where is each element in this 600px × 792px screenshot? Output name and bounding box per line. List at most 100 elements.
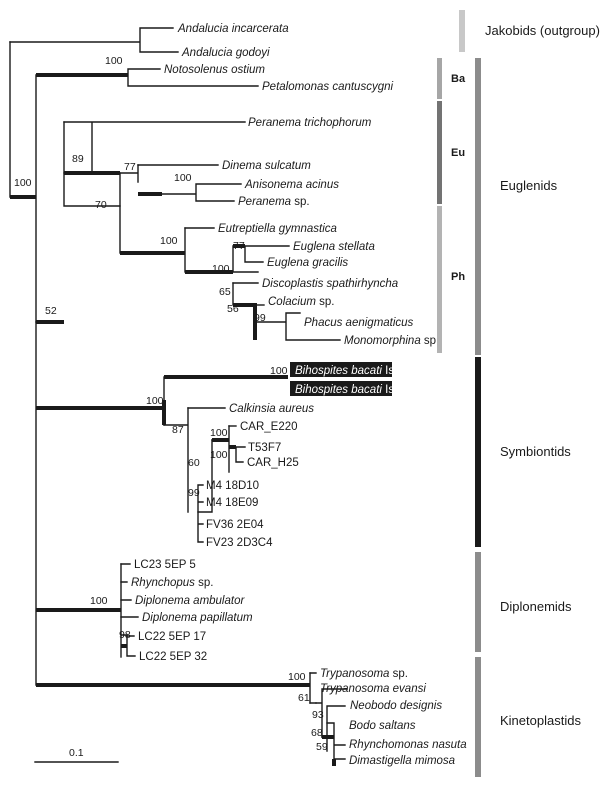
- branch: [254, 312, 341, 341]
- taxon-label: M4 18D10: [206, 480, 259, 492]
- bootstrap-value: 100: [212, 263, 230, 275]
- branch: [163, 407, 189, 513]
- bootstrap-value: 100: [105, 55, 123, 67]
- bootstrap-value: 100: [90, 595, 108, 607]
- bootstrap-value: 56: [227, 303, 239, 315]
- taxon-label: Neobodo designis: [350, 700, 442, 712]
- taxon-label: LC23 5EP 5: [134, 559, 196, 571]
- subgroup-label-eu: Eu: [451, 147, 465, 159]
- taxon-labels: Andalucia incarcerata Andalucia godoyi N…: [131, 23, 467, 767]
- branch: [326, 722, 346, 760]
- taxon-label: Euglena gracilis: [267, 257, 348, 269]
- scale-bar-label: 0.1: [69, 747, 84, 759]
- taxon-label: Notosolenus ostium: [164, 64, 265, 76]
- diplonemids-bar: [475, 552, 481, 652]
- bootstrap-value: 59: [316, 741, 328, 753]
- group-label-euglenids: Euglenids: [500, 178, 558, 193]
- symbiontids-bar: [475, 357, 481, 547]
- bootstrap-value: 100: [146, 395, 164, 407]
- bootstrap-value: 93: [312, 709, 324, 721]
- taxon-label: Diplonema ambulator: [135, 595, 245, 607]
- bootstrap-value: 100: [210, 449, 228, 461]
- bootstrap-value: 98: [119, 629, 131, 641]
- bootstrap-value: 99: [188, 487, 200, 499]
- bootstrap-value: 68: [311, 727, 323, 739]
- bootstrap-values: 100 100 89 77 100 70 100 77 100 65 56 99…: [14, 55, 328, 753]
- bootstrap-value: 99: [254, 312, 266, 324]
- kinetoplastids-bar: [475, 657, 481, 777]
- bootstrap-value: 100: [288, 671, 306, 683]
- taxon-label: Bodo saltans: [349, 720, 416, 732]
- branch: [127, 68, 259, 87]
- branch: [315, 688, 348, 738]
- ba-bar: [437, 58, 442, 99]
- bootstrap-value: 100: [210, 427, 228, 439]
- taxon-label: Anisonema acinus: [244, 179, 339, 191]
- branch: [119, 164, 139, 183]
- taxon-label: Calkinsia aureus: [229, 403, 314, 415]
- group-label-diplonemids: Diplonemids: [500, 599, 572, 614]
- taxon-label: FV36 2E04: [206, 519, 264, 531]
- taxon-label: Andalucia godoyi: [181, 47, 270, 59]
- ph-bar: [437, 206, 442, 353]
- taxon-label: LC22 5EP 32: [139, 651, 207, 663]
- branch: [161, 183, 242, 202]
- group-labels: Jakobids (outgroup) Euglenids Symbiontid…: [451, 23, 600, 728]
- bootstrap-value: 100: [160, 235, 178, 247]
- taxon-label: Trypanosoma sp.: [320, 668, 408, 680]
- eu-bar: [437, 101, 442, 204]
- taxon-label: Phacus aenigmaticus: [304, 317, 414, 329]
- taxon-label: Rhynchopus sp.: [131, 577, 213, 589]
- taxon-label: LC22 5EP 17: [138, 631, 206, 643]
- branch: [235, 446, 246, 463]
- subgroup-label-ph: Ph: [451, 271, 465, 283]
- taxon-label: Discoplastis spathirhyncha: [262, 278, 398, 290]
- branch: [9, 27, 179, 53]
- bootstrap-value: 89: [72, 153, 84, 165]
- bootstrap-value: 87: [172, 424, 184, 436]
- bootstrap-value: 77: [233, 240, 245, 252]
- taxon-label: CAR_H25: [247, 457, 299, 469]
- group-bars: [437, 10, 481, 777]
- taxon-label: Andalucia incarcerata: [177, 23, 289, 35]
- taxon-label: CAR_E220: [240, 421, 298, 433]
- branch: [197, 439, 213, 513]
- taxon-label: Peranema sp.: [238, 196, 310, 208]
- taxon-label: Trypanosoma evansi: [320, 683, 426, 695]
- branch: [232, 245, 259, 273]
- branch: [309, 672, 317, 704]
- taxon-label: Euglena stellata: [293, 241, 375, 253]
- group-label-symbiontids: Symbiontids: [500, 444, 571, 459]
- euglenids-bar: [475, 58, 481, 355]
- taxon-label: Dinema sulcatum: [222, 160, 311, 172]
- bootstrap-value: 65: [219, 286, 231, 298]
- jakobids-bar: [459, 10, 465, 52]
- subgroup-label-ba: Ba: [451, 73, 466, 85]
- bootstrap-value: 100: [270, 365, 288, 377]
- branch: [197, 484, 204, 543]
- taxon-label: Peranema trichophorum: [248, 117, 372, 129]
- thick-branches: [10, 73, 336, 766]
- highlight-box: [290, 381, 392, 396]
- group-label-kinetoplastids: Kinetoplastids: [500, 713, 581, 728]
- bootstrap-value: 77: [124, 161, 136, 173]
- taxon-label: Colacium sp.: [268, 296, 334, 308]
- taxon-label: M4 18E09: [206, 497, 258, 509]
- bootstrap-value: 100: [174, 172, 192, 184]
- branch: [120, 563, 139, 618]
- branch: [244, 245, 290, 263]
- taxon-label: Diplonema papillatum: [142, 612, 253, 624]
- taxon-label: T53F7: [248, 442, 281, 454]
- bootstrap-value: 52: [45, 305, 57, 317]
- bootstrap-value: 60: [188, 457, 200, 469]
- bootstrap-value: 70: [95, 199, 107, 211]
- group-label-jakobids: Jakobids (outgroup): [485, 23, 600, 38]
- taxon-label: Eutreptiella gymnastica: [218, 223, 337, 235]
- taxon-label: FV23 2D3C4: [206, 537, 273, 549]
- taxon-label: Bihospites bacati Isolate 1: [295, 365, 429, 377]
- thick-branch: [233, 303, 257, 340]
- branch: [63, 121, 246, 174]
- bootstrap-value: 100: [14, 177, 32, 189]
- taxon-label: Monomorphina sp.: [344, 335, 439, 347]
